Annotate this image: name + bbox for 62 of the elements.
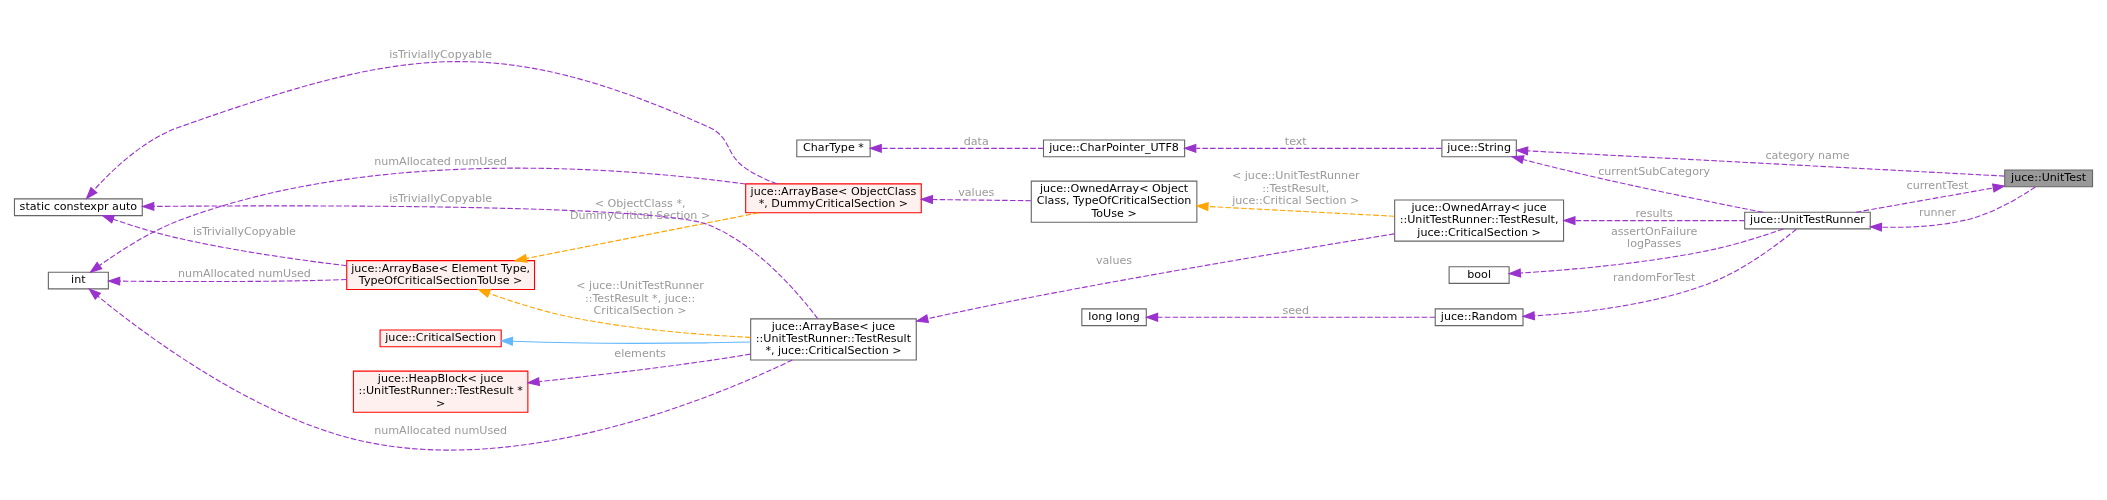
arrow <box>87 287 793 451</box>
node-box: juce::String <box>1441 139 1517 158</box>
edge-label: elements <box>614 347 666 361</box>
edge-label: isTriviallyCopyable <box>389 191 493 205</box>
arrow <box>1195 201 1395 217</box>
node-box: juce::ArrayBase< Element Type, TypeOfCriticalSectionToUse > <box>346 260 536 291</box>
edge-label: values <box>958 186 995 200</box>
arrow <box>868 143 1044 154</box>
edge-label: runner <box>1918 206 1957 220</box>
arrow <box>85 61 778 200</box>
arrow <box>915 233 1395 324</box>
node-box: bool <box>1448 266 1510 284</box>
edge-label: currentTest <box>1906 179 1969 193</box>
edge-label: results <box>1635 207 1673 221</box>
edge-label: text <box>1284 135 1307 149</box>
arrow <box>1514 146 2005 177</box>
arrow <box>1855 183 2006 213</box>
edge-label: isTriviallyCopyable <box>389 48 493 62</box>
edge-label: < juce::UnitTestRunner ::TestResult, juce::Critical Section > <box>1231 169 1360 207</box>
edge-label: currentSubCategory <box>1598 165 1711 179</box>
arrow <box>1868 186 2036 232</box>
arrow <box>106 276 348 286</box>
edge-label: numAllocated numUsed <box>178 267 311 281</box>
edge-label: numAllocated numUsed <box>374 423 508 437</box>
node-box: juce::CharPointer_UTF8 <box>1042 139 1186 158</box>
node-box: juce::HeapBlock< juce ::UnitTestRunner::TestResult * > <box>352 370 529 413</box>
edge-label: seed <box>1282 303 1310 317</box>
arrow <box>1183 143 1443 154</box>
edge-label: randomForTest <box>1612 270 1696 284</box>
arrow <box>1507 228 1784 278</box>
node-box: juce::OwnedArray< juce ::UnitTestRunner::TestResult, juce::CriticalSection > <box>1394 199 1565 242</box>
edge-label: isTriviallyCopyable <box>193 225 296 239</box>
arrow <box>513 212 759 263</box>
node-box: int <box>47 271 109 290</box>
node-box: juce::Random <box>1434 308 1524 327</box>
arrow <box>476 288 752 338</box>
arrow <box>1144 312 1436 322</box>
arrow <box>89 167 746 274</box>
edge-label: assertOnFailure logPasses <box>1610 225 1698 251</box>
arrow <box>100 215 348 267</box>
arrow <box>919 194 1032 205</box>
edge-label: category name <box>1765 149 1850 163</box>
node-box: juce::OwnedArray< Object Class, TypeOfCriticalSection ToUse > <box>1030 180 1198 223</box>
arrow <box>1562 215 1746 226</box>
edge-label: data <box>963 135 989 149</box>
node-box: CharType * <box>796 139 871 158</box>
edge-label: < juce::UnitTestRunner ::TestResult *, juce:: CriticalSection > <box>576 279 704 317</box>
node-box: juce::ArrayBase< juce ::UnitTestRunner::TestResult *, juce::CriticalSection > <box>750 318 917 361</box>
node-box: static constexpr auto <box>13 198 143 217</box>
node-box: juce::ArrayBase< ObjectClass *, DummyCriticalSection > <box>745 183 922 214</box>
node-box: juce::UnitTest <box>2004 169 2094 188</box>
arrow <box>526 353 752 387</box>
arrow <box>499 336 751 346</box>
node-box: long long <box>1081 308 1147 327</box>
arrow <box>1510 155 1764 213</box>
edge-label: values <box>1095 253 1133 267</box>
arrow <box>1521 228 1797 321</box>
edge-label: < ObjectClass *, DummyCritical Section > <box>569 197 711 223</box>
node-box: juce::UnitTestRunner <box>1744 211 1871 230</box>
arrow <box>140 201 819 320</box>
node-box: juce::CriticalSection <box>379 329 502 348</box>
edge-label: numAllocated numUsed <box>374 155 508 169</box>
